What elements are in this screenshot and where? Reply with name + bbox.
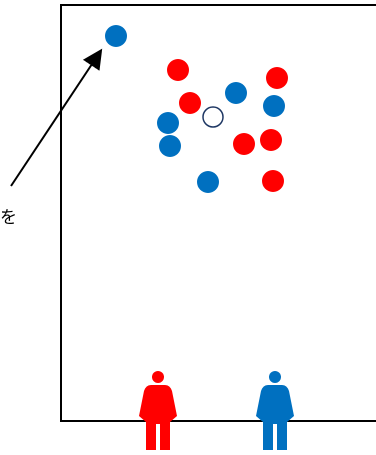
blue-dot-5 bbox=[197, 171, 219, 193]
pointer-arrow bbox=[10, 48, 103, 187]
red-dot-4 bbox=[233, 133, 255, 155]
blue-dot-1 bbox=[225, 82, 247, 104]
red-dot-1 bbox=[167, 59, 189, 81]
arrow-annotation-label: を bbox=[0, 208, 17, 228]
red-dot-2 bbox=[266, 67, 288, 89]
blue-dot-target bbox=[105, 25, 127, 47]
red-dot-6 bbox=[262, 170, 284, 192]
hollow-dot bbox=[202, 106, 224, 128]
blue-dot-4 bbox=[159, 135, 181, 157]
red-dot-3 bbox=[179, 92, 201, 114]
red-dot-5 bbox=[260, 129, 282, 151]
person-red bbox=[139, 371, 177, 450]
frame-border bbox=[60, 4, 376, 422]
blue-dot-2 bbox=[263, 95, 285, 117]
person-blue bbox=[256, 371, 294, 450]
blue-dot-3 bbox=[157, 112, 179, 134]
